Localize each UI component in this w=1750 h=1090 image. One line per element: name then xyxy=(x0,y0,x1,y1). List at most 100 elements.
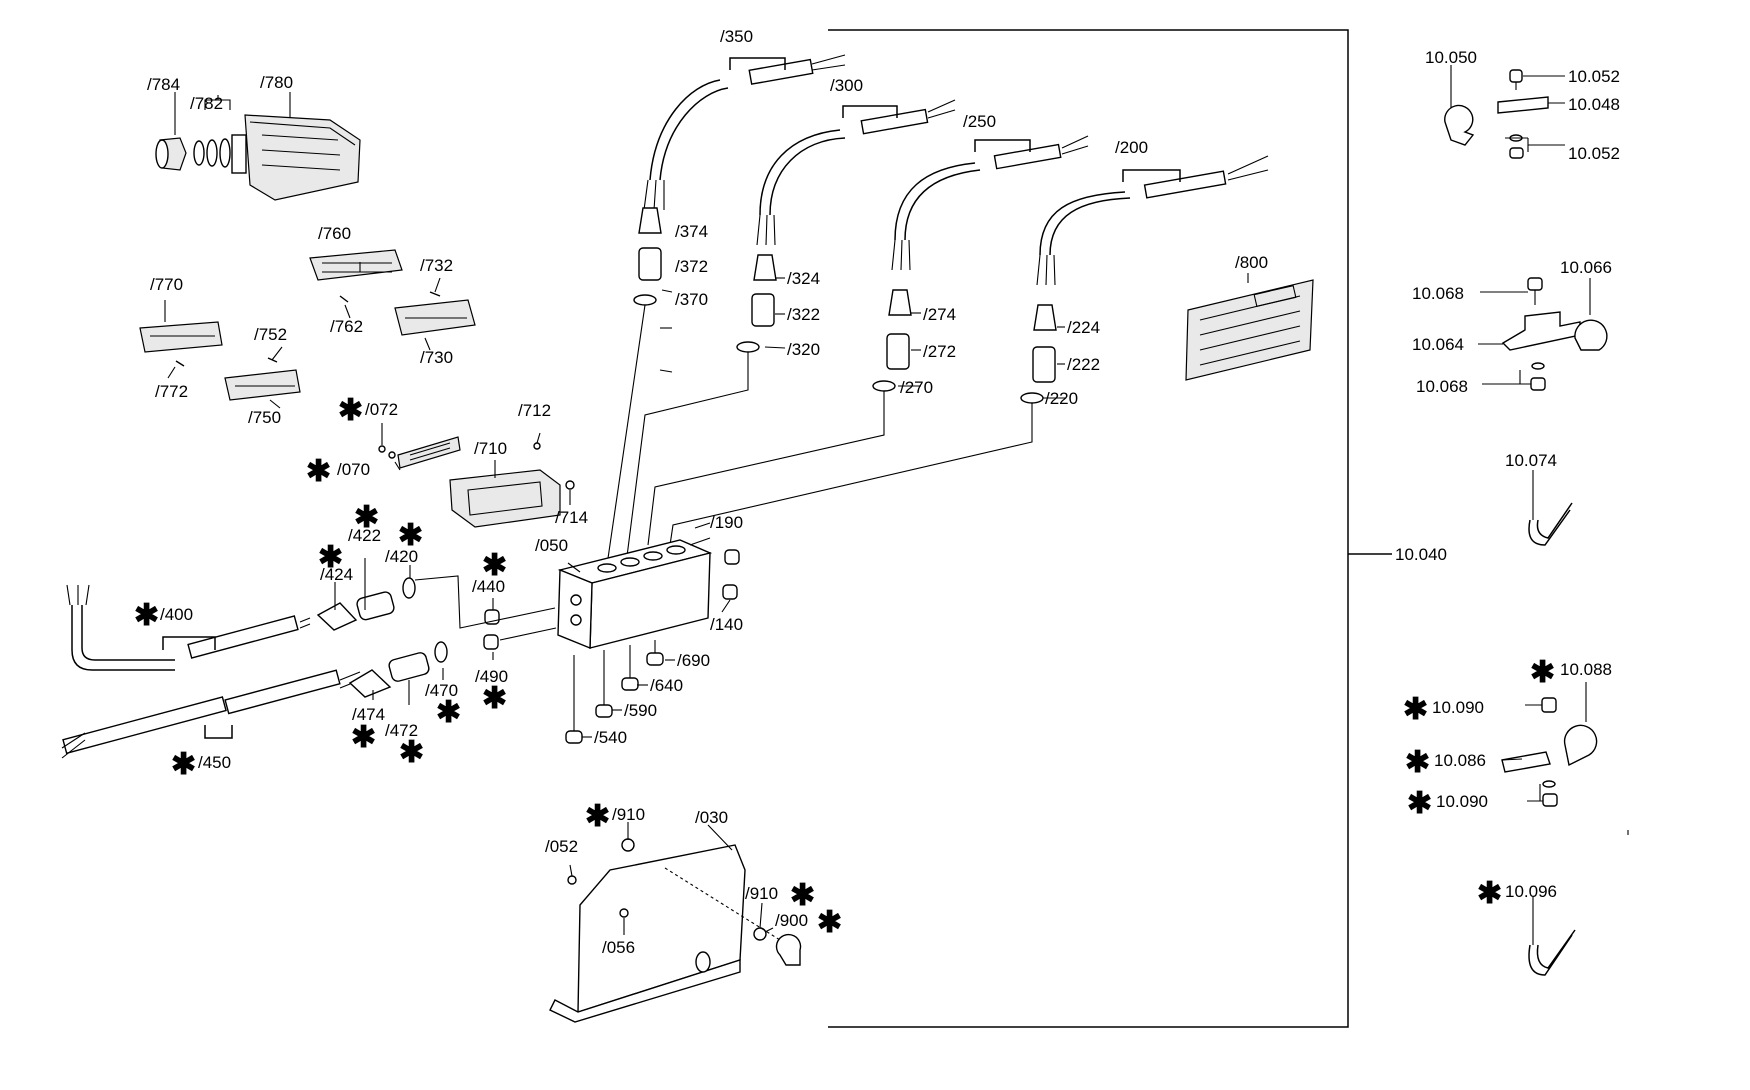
cable-tie-10074 xyxy=(1528,502,1573,546)
cover-plate-070 xyxy=(378,436,461,469)
label-450: /450 xyxy=(198,753,231,772)
label-350: /350 xyxy=(720,27,753,46)
label-324: /324 xyxy=(787,269,820,288)
label-732: /732 xyxy=(420,256,453,275)
label-10068-top: 10.068 xyxy=(1412,284,1464,303)
plug-parts-370-374 xyxy=(605,207,662,573)
group-bracket-10040 xyxy=(828,29,1392,1028)
part-10066-group xyxy=(1501,277,1608,391)
plugs-below-box xyxy=(565,640,664,744)
connector-housing-780 xyxy=(155,114,361,201)
label-770: /770 xyxy=(150,275,183,294)
label-400: /400 xyxy=(160,605,193,624)
label-300: /300 xyxy=(830,76,863,95)
label-900: /900 xyxy=(775,911,808,930)
junction-box-050 xyxy=(557,537,713,650)
label-072: /072 xyxy=(365,400,398,419)
plug-parts-270-274 xyxy=(647,289,912,546)
label-10050: 10.050 xyxy=(1425,48,1477,67)
label-782: /782 xyxy=(190,94,223,113)
label-10088: 10.088 xyxy=(1560,660,1612,679)
cable-tie-10096 xyxy=(1528,929,1576,976)
plug-parts-320-324 xyxy=(624,254,777,573)
label-374: /374 xyxy=(675,222,708,241)
label-752: /752 xyxy=(254,325,287,344)
label-590: /590 xyxy=(624,701,657,720)
label-760: /760 xyxy=(318,224,351,243)
label-10064: 10.064 xyxy=(1412,335,1464,354)
label-10090-top: 10.090 xyxy=(1432,698,1484,717)
star-450: ✱ xyxy=(171,748,196,781)
lower-plug-group xyxy=(348,627,557,698)
star-070: ✱ xyxy=(306,455,331,488)
cable-400 xyxy=(66,584,311,671)
label-750: /750 xyxy=(248,408,281,427)
label-320: /320 xyxy=(787,340,820,359)
plug-parts-220-224 xyxy=(669,304,1057,546)
label-10086: 10.086 xyxy=(1434,751,1486,770)
insert-770 xyxy=(139,321,223,367)
star-490: ✱ xyxy=(482,682,507,715)
upper-plug-group xyxy=(316,575,556,631)
label-640: /640 xyxy=(650,676,683,695)
mounting-bracket-030 xyxy=(549,838,802,1023)
label-030: /030 xyxy=(695,808,728,827)
star-10086: ✱ xyxy=(1405,746,1430,779)
label-10052-top: 10.052 xyxy=(1568,67,1620,86)
label-490: /490 xyxy=(475,667,508,686)
cable-300 xyxy=(756,99,956,246)
label-10052-bottom: 10.052 xyxy=(1568,144,1620,163)
label-10096: 10.096 xyxy=(1505,882,1557,901)
label-470: /470 xyxy=(425,681,458,700)
insert-760 xyxy=(309,249,403,303)
label-424: /424 xyxy=(320,565,353,584)
star-10090-top: ✱ xyxy=(1403,693,1428,726)
label-050: /050 xyxy=(535,536,568,555)
label-190: /190 xyxy=(710,513,743,532)
label-274: /274 xyxy=(923,305,956,324)
star-400: ✱ xyxy=(134,599,159,632)
star-900: ✱ xyxy=(817,906,842,939)
label-440: /440 xyxy=(472,577,505,596)
star-072: ✱ xyxy=(338,394,363,427)
star-424: ✱ xyxy=(318,541,343,574)
label-714: /714 xyxy=(555,508,588,527)
cable-200 xyxy=(1036,155,1269,286)
label-322: /322 xyxy=(787,305,820,324)
label-422: /422 xyxy=(348,526,381,545)
label-10048: 10.048 xyxy=(1568,95,1620,114)
label-370: /370 xyxy=(675,290,708,309)
star-910-top: ✱ xyxy=(585,800,610,833)
label-220: /220 xyxy=(1045,389,1078,408)
label-200: /200 xyxy=(1115,138,1148,157)
label-10074: 10.074 xyxy=(1505,451,1557,470)
label-056: /056 xyxy=(602,938,635,957)
label-270: /270 xyxy=(900,378,933,397)
label-10066: 10.066 xyxy=(1560,258,1612,277)
leader-lines xyxy=(164,65,1629,945)
housing-frame-710 xyxy=(449,442,575,528)
label-10068-bottom: 10.068 xyxy=(1416,377,1468,396)
star-440: ✱ xyxy=(482,549,507,582)
star-10088: ✱ xyxy=(1530,656,1555,689)
star-472: ✱ xyxy=(399,736,424,769)
insert-730 xyxy=(394,291,476,336)
label-420: /420 xyxy=(385,547,418,566)
asterisk-markers: ✱ ✱ ✱ ✱ ✱ ✱ ✱ ✱ ✱ ✱ ✱ ✱ ✱ ✱ ✱ ✱ ✱ ✱ ✱ ✱ xyxy=(134,394,1555,939)
star-10090-bottom: ✱ xyxy=(1407,787,1432,820)
label-690: /690 xyxy=(677,651,710,670)
label-772: /772 xyxy=(155,382,188,401)
label-780: /780 xyxy=(260,73,293,92)
label-474: /474 xyxy=(352,705,385,724)
star-470: ✱ xyxy=(436,696,461,729)
star-910-right: ✱ xyxy=(790,879,815,912)
label-710: /710 xyxy=(474,439,507,458)
label-730: /730 xyxy=(420,348,453,367)
label-250: /250 xyxy=(963,112,996,131)
cable-350 xyxy=(643,54,846,211)
part-labels: /784 /782 /780 /760 /762 /732 /730 /770 … xyxy=(147,27,1620,957)
label-784: /784 xyxy=(147,75,180,94)
star-10096: ✱ xyxy=(1477,877,1502,910)
label-070: /070 xyxy=(337,460,370,479)
